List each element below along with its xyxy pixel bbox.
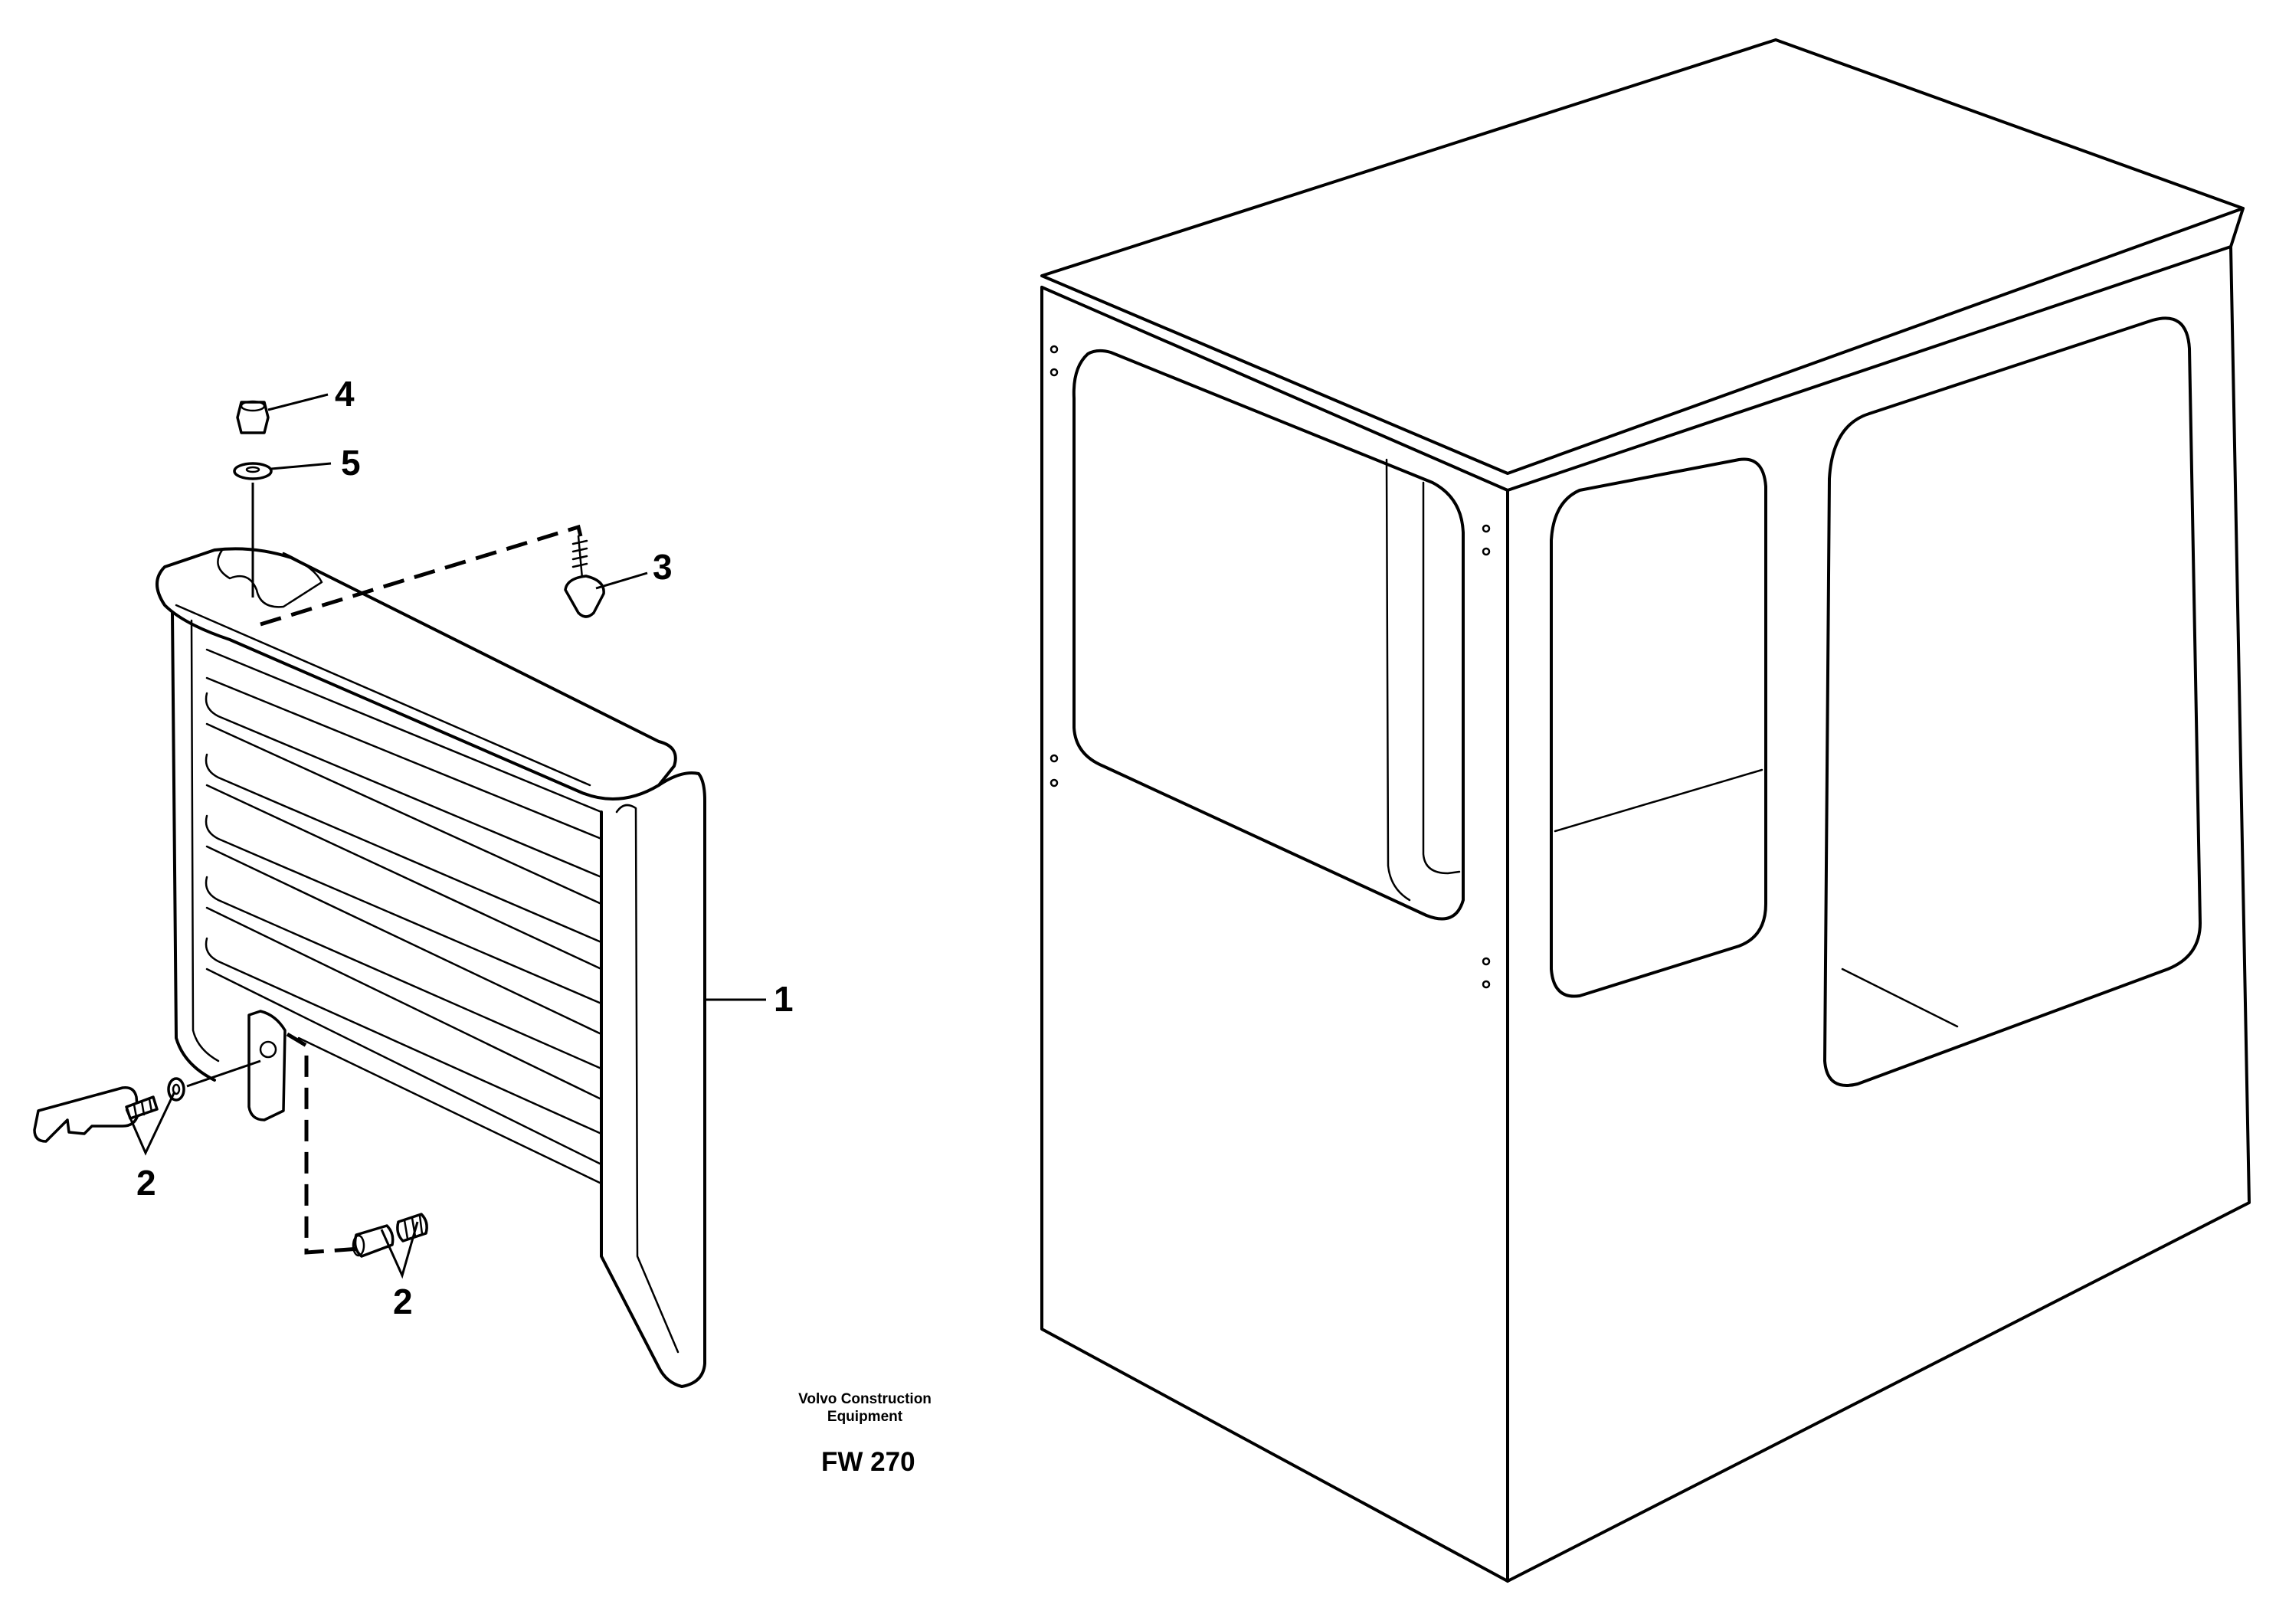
washer-part (233, 462, 273, 480)
callout-number-4: 4 (335, 374, 355, 414)
publisher-line-1: Volvo Construction (798, 1391, 932, 1407)
cab-roof-lip (1040, 207, 2245, 492)
grille-top-cap (156, 547, 677, 801)
screw-part (396, 1213, 428, 1243)
grille-right-panel (600, 771, 706, 1388)
callout-number-1: 1 (774, 979, 794, 1019)
callout-number-5: 5 (341, 443, 361, 483)
bottom-dashed-path (286, 1032, 361, 1255)
grille-assembly (156, 547, 706, 1388)
rubber-buffer-part (564, 535, 605, 618)
buffer-dashed-path (260, 524, 583, 627)
cab-rivets (1050, 345, 1491, 989)
latch-axis (186, 1059, 261, 1088)
grille-louvres (205, 648, 603, 1166)
cab-front-window-post (1422, 481, 1461, 875)
cab-door-window (1550, 457, 1767, 998)
cab-front-window-inner (1385, 458, 1411, 902)
grille-top-cap-inner (175, 604, 591, 787)
cab-door-window-sill (1554, 768, 1763, 833)
figure-code: FW 270 (821, 1447, 915, 1477)
leader-line-5 (270, 462, 332, 470)
washer-part-left (167, 1077, 185, 1102)
grille-mounting-bracket (247, 1010, 287, 1121)
cab-rear-window-inner (1841, 968, 1959, 1028)
callout-number-3: 3 (653, 547, 673, 587)
cab-front-window (1072, 349, 1465, 921)
grille-cap-cutaway (217, 548, 323, 608)
cab-roof (1040, 38, 2245, 475)
grille-bottom-edge (297, 1036, 603, 1185)
grille-right-panel-inner (615, 804, 679, 1354)
callout-number-2-bottom: 2 (393, 1282, 413, 1321)
nut-part (236, 400, 270, 434)
operator-cab (1040, 38, 2251, 1583)
cab-rear-window (1823, 316, 2202, 1087)
callout-number-2-left: 2 (136, 1163, 156, 1203)
cab-left-face (1040, 286, 1509, 1583)
publisher-line-2: Equipment (827, 1409, 903, 1425)
leader-line-2-left (125, 1091, 176, 1156)
cab-right-face (1506, 245, 2251, 1583)
latch-part (33, 1086, 139, 1143)
grille-left-frame (171, 611, 216, 1082)
grille-left-frame-inner (190, 619, 220, 1062)
leader-line-3 (595, 571, 648, 590)
leader-line-2-bottom (380, 1221, 419, 1279)
leader-line-4 (267, 393, 329, 411)
bracket-hole (259, 1040, 277, 1059)
